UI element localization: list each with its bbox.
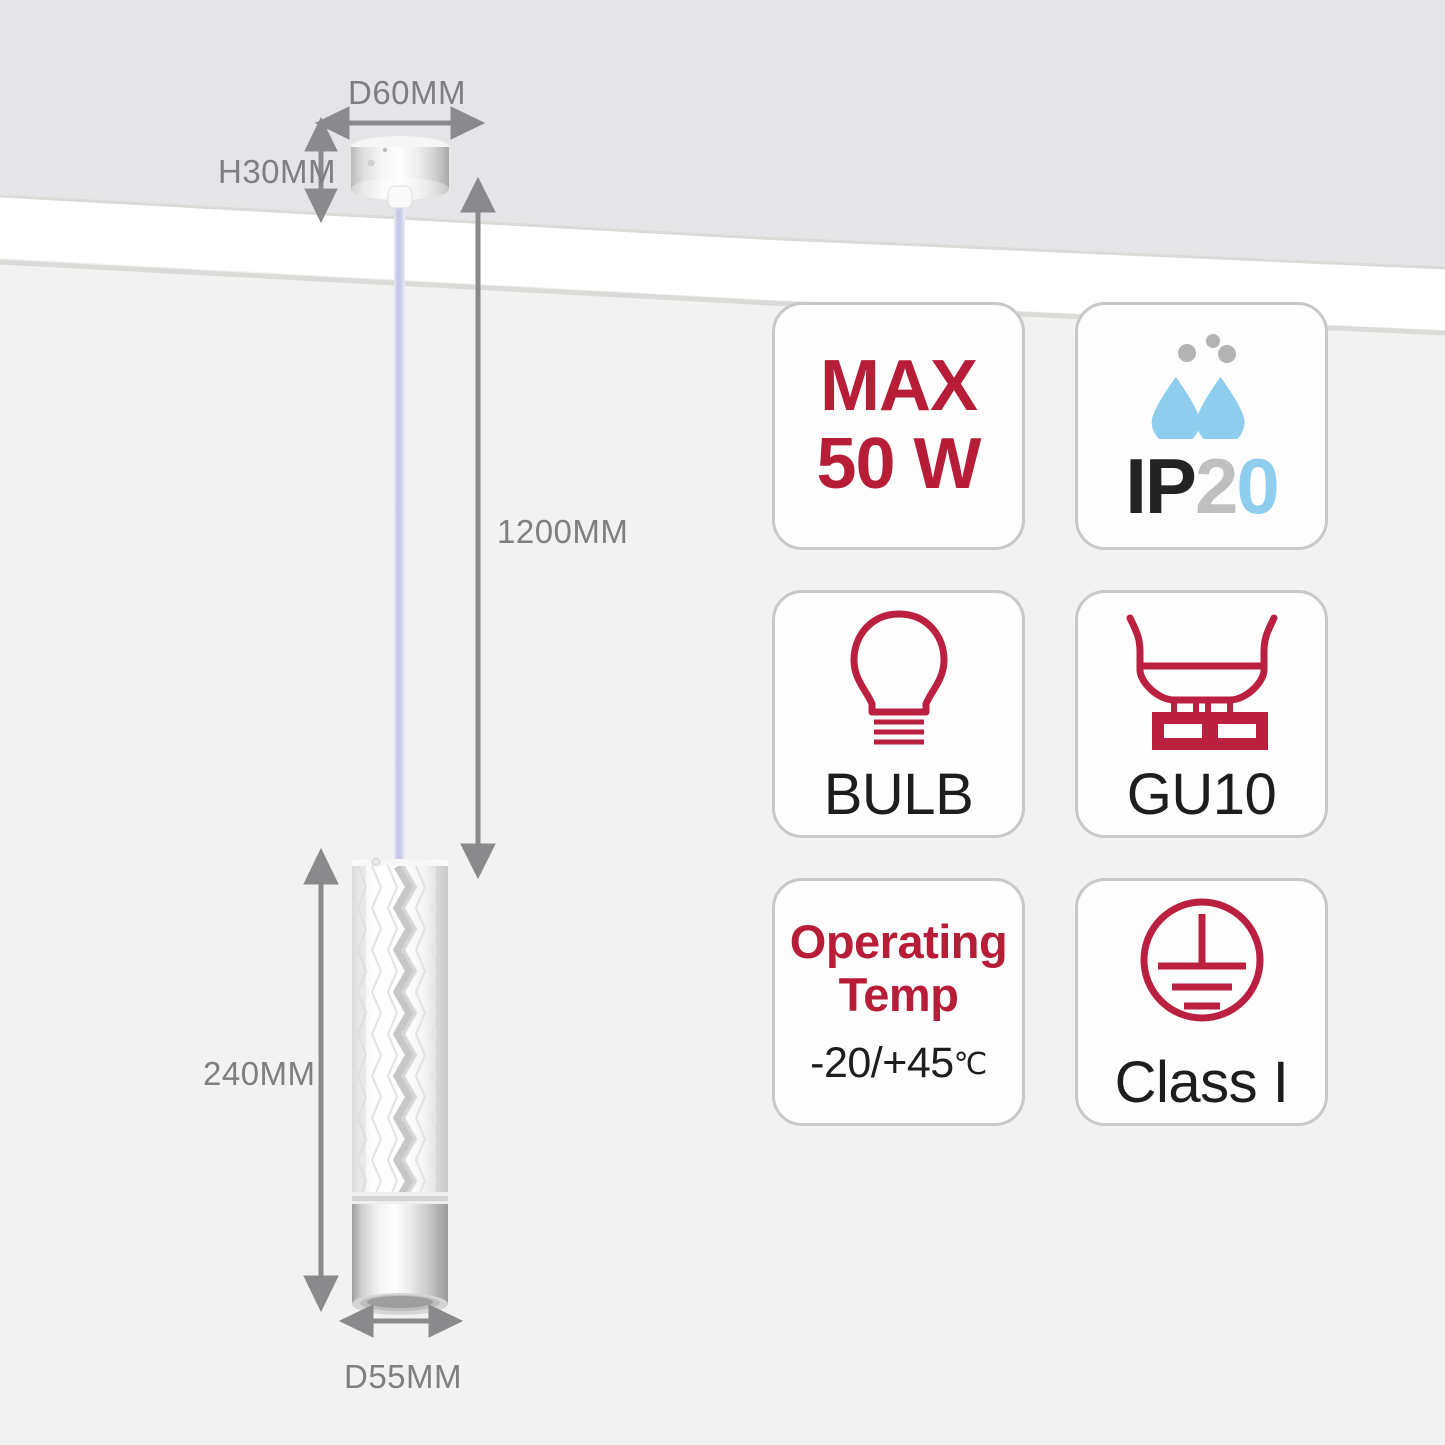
- zigzag-texture: [352, 866, 448, 1198]
- bulb-icon: [829, 604, 969, 754]
- ip-prefix: IP: [1125, 442, 1197, 530]
- ceiling-front-face: [0, 196, 1445, 300]
- gu10-caption: GU10: [1126, 762, 1277, 827]
- dimension-annotations: [303, 106, 496, 1338]
- badge-ingress-protection: IP20: [1075, 302, 1328, 550]
- suspension-cable: [394, 205, 405, 865]
- dimension-label-drop-length: 1200MM: [497, 513, 629, 550]
- dimension-label-canopy-height: H30MM: [218, 153, 337, 190]
- ip-digit-first: 2: [1194, 442, 1238, 530]
- dimension-label-canopy-diameter: D60MM: [348, 74, 467, 111]
- operating-temp-title-line-1: Operating: [789, 914, 1008, 968]
- bulb-caption: BULB: [823, 762, 974, 827]
- earth-ground-icon: [1127, 892, 1277, 1042]
- dim-240: [303, 847, 339, 1313]
- dimension-label-body-height: 240MM: [203, 1055, 316, 1092]
- lamp-chrome-base: [352, 1192, 448, 1315]
- dim-h30: [304, 116, 338, 224]
- badge-bulb-type: BULB: [772, 590, 1025, 838]
- operating-temp-title-line-2: Temp: [838, 967, 959, 1021]
- badge-operating-temperature: Operating Temp -20/+45℃: [772, 878, 1025, 1126]
- lamp-body-cylinder: [352, 866, 448, 1198]
- dim-d60: [314, 106, 486, 140]
- badge-lamp-base: GU10: [1075, 590, 1328, 838]
- water-drops-icon: [1127, 327, 1277, 446]
- gu10-base-icon: [1112, 604, 1292, 754]
- badge-max-wattage: MAX 50 W: [772, 302, 1025, 550]
- ip-rating-text: IP20: [1125, 447, 1280, 525]
- operating-temp-unit: ℃: [953, 1048, 988, 1082]
- dim-d55: [338, 1304, 464, 1338]
- ip-digit-second: 0: [1236, 442, 1279, 530]
- max-wattage-line-1: MAX: [820, 346, 978, 427]
- operating-temp-range: -20/+45: [810, 1039, 954, 1088]
- ceiling-edge-upper: [0, 194, 1445, 270]
- badge-protection-class: Class I: [1075, 878, 1328, 1126]
- dim-1200: [460, 176, 496, 880]
- ceiling-shade-band: [0, 0, 1445, 268]
- class-caption: Class I: [1114, 1050, 1289, 1115]
- specification-badge-grid: MAX 50 W IP20: [772, 302, 1328, 1126]
- ceiling-canopy: [351, 136, 449, 209]
- operating-temp-value: -20/+45℃: [810, 1039, 987, 1088]
- max-wattage-line-2: 50 W: [816, 424, 981, 504]
- dimension-label-body-diameter: D55MM: [344, 1358, 463, 1395]
